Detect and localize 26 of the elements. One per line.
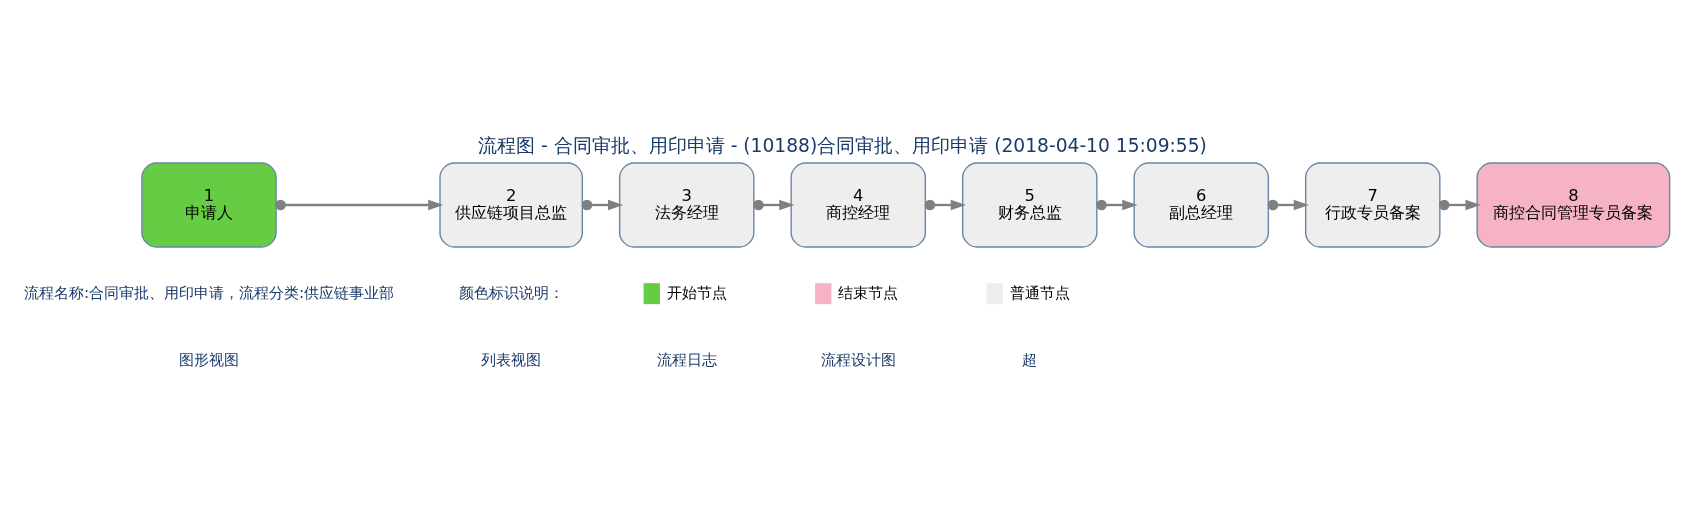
label: 颜色标识说明： [458,283,564,302]
arrow [1267,199,1309,210]
diagram-title: 流程图 - 合同审批、用印申请 - (10188)合同审批、用印申请 (2018-04-10 15:09:55) [478,134,1207,156]
legend-label: 结束节点 [838,283,899,302]
label: 流程名称:合同审批、用印申请，流程分类:供应链事业部 [23,283,395,302]
node-box: 8 商控合同管理专员备案 [1476,161,1671,248]
node-box: 5 财务总监 [961,161,1098,248]
node-box: 1 申请人 [141,161,277,248]
node-box: 3 法务经理 [618,161,755,248]
arrow [581,199,624,210]
label: 列表视图 [481,350,542,369]
arrow [275,199,444,210]
node-box: 2 供应链项目总监 [439,161,584,248]
label: 图形视图 [179,350,239,369]
legend-label: 普通节点 [1009,283,1070,302]
node-box: 6 副总经理 [1133,161,1270,248]
arrow [1096,199,1138,210]
node-box: 4 商控经理 [790,161,927,248]
arrow [753,199,795,210]
arrow [1438,199,1481,210]
label: 流程设计图 [820,350,896,369]
node-box: 7 行政专员备案 [1304,161,1441,248]
arrow [924,199,966,210]
label: 流程日志 [656,350,717,369]
label: 超 [1022,350,1038,369]
legend-label: 开始节点 [666,283,727,302]
